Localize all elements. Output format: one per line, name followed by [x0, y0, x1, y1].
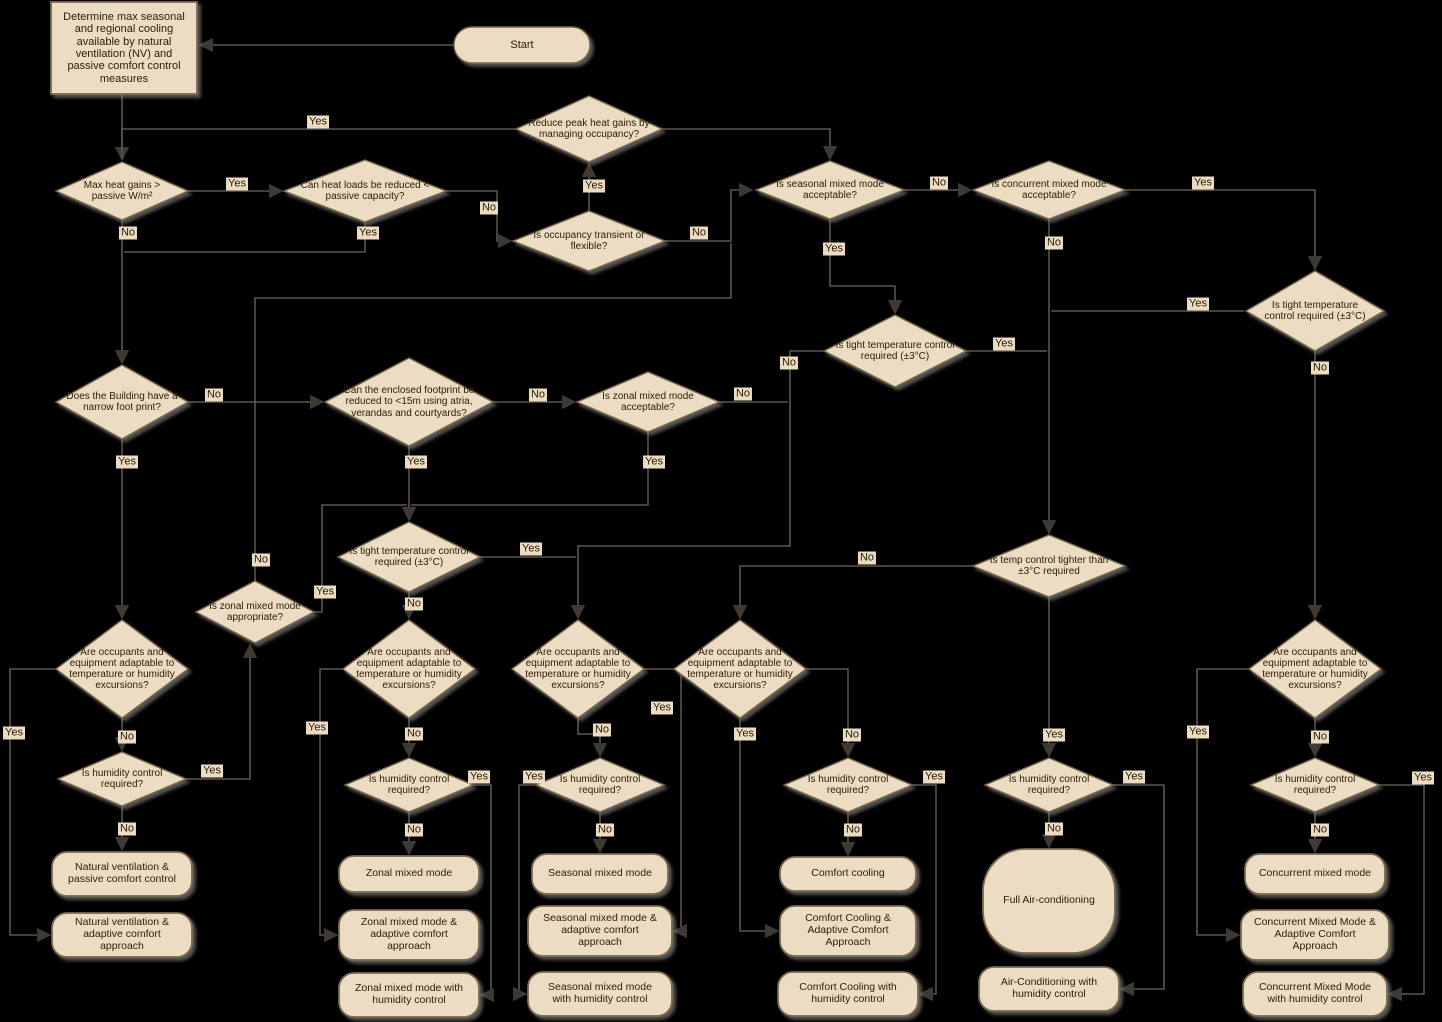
edge-reduce-peak-gains-to-max-heat-gains [121, 128, 516, 158]
tight-temp-control-mid-shape [822, 314, 968, 388]
t-seasonal-shape [531, 853, 669, 895]
humidity-nv-shape [56, 751, 188, 807]
reduce-peak-gains-shape [514, 95, 664, 163]
t-ac-humidity-shape [978, 966, 1120, 1012]
adaptable-nv-shape [54, 619, 190, 719]
edge-occupancy-transient-to-seasonal-mixed-mode-acceptable [665, 182, 754, 242]
adaptable-concurrent-shape [1247, 619, 1383, 719]
edge-temp-control-tighter-to-adaptable-comfort [732, 565, 973, 620]
edge-adaptable-comfort-to-humidity-comfort [806, 668, 856, 758]
t-comfort-adaptive-shape [779, 905, 917, 957]
narrow-footprint-shape [54, 364, 190, 440]
start-shape [453, 26, 591, 64]
t-zonal-humidity-shape [338, 972, 480, 1018]
t-seasonal-adaptive-shape [527, 905, 673, 957]
zonal-mixed-mode-appropriate-shape [194, 580, 316, 644]
humidity-zonal-shape [343, 757, 475, 813]
edge-adaptable-seasonal-to-humidity-seasonal [577, 718, 608, 758]
t-zonal-shape [338, 855, 480, 893]
edge-humidity-nv-to-zonal-mixed-mode-appropriate [186, 643, 258, 780]
temp-control-tighter-shape [971, 534, 1127, 598]
t-concurrent-shape [1244, 853, 1386, 895]
edge-heat-loads-reduced-to-occupancy-transient [446, 190, 513, 249]
humidity-seasonal-shape [534, 757, 666, 813]
edge-heat-loads-reduced-to-narrow-footprint [124, 222, 366, 253]
seasonal-mixed-mode-acceptable-shape [754, 160, 906, 220]
t-comfort-humidity-shape [777, 971, 919, 1017]
edge-layer [9, 37, 1425, 1003]
tight-temp-control-right-shape [1244, 270, 1386, 352]
t-comfort-shape [779, 856, 917, 892]
humidity-ac-shape [983, 757, 1115, 813]
edge-adaptable-zonal-to-t-zonal-adaptive [319, 668, 343, 943]
edge-zonal-mixed-mode-acceptable-to-tight-temp-control-left [411, 432, 649, 506]
edge-tight-temp-control-mid-to-adaptable-seasonal [570, 350, 824, 620]
t-concurrent-humidity-shape [1242, 971, 1388, 1017]
edge-humidity-comfort-to-t-comfort-humidity [912, 784, 937, 1002]
t-zonal-adaptive-shape [338, 909, 480, 961]
edge-adaptable-concurrent-to-t-concurrent-adaptive [1196, 668, 1249, 943]
edge-humidity-ac-to-t-ac-humidity [1113, 784, 1165, 997]
shape-layer [50, 1, 1390, 1018]
adaptable-comfort-shape [672, 619, 808, 719]
edge-humidity-zonal-to-t-zonal-humidity [473, 784, 494, 1003]
footprint-reduced-shape [323, 357, 495, 447]
edge-zonal-mixed-mode-appropriate-to-tight-temp-control-left [314, 504, 407, 613]
t-nv-passive-shape [51, 851, 193, 897]
edge-adaptable-nv-to-t-nv-adaptive [9, 668, 56, 943]
determine-max-cooling-shape [50, 1, 198, 95]
t-seasonal-humidity-shape [527, 971, 673, 1017]
edge-humidity-concurrent-to-t-concurrent-humidity [1378, 784, 1425, 1002]
occupancy-transient-shape [511, 210, 667, 272]
max-heat-gains-shape [54, 161, 190, 221]
concurrent-mixed-mode-acceptable-shape [971, 160, 1127, 220]
t-nv-adaptive-shape [51, 912, 193, 958]
adaptable-zonal-shape [341, 619, 477, 719]
t-full-ac-shape [982, 848, 1116, 954]
t-concurrent-adaptive-shape [1240, 909, 1390, 961]
edge-seasonal-mixed-mode-acceptable-to-tight-temp-control-mid [829, 219, 903, 315]
edge-humidity-seasonal-to-t-seasonal-humidity [513, 784, 536, 1002]
edge-zonal-mixed-mode-appropriate-to-seasonal-mixed-mode-acceptable [254, 243, 732, 581]
edge-adaptable-seasonal-to-t-seasonal-adaptive [644, 668, 687, 939]
heat-loads-reduced-shape [282, 159, 448, 223]
tight-temp-control-left-shape [336, 521, 482, 593]
adaptable-seasonal-shape [510, 619, 646, 719]
humidity-comfort-shape [782, 757, 914, 813]
edge-reduce-peak-gains-to-seasonal-mixed-mode-acceptable [662, 128, 838, 161]
zonal-mixed-mode-acceptable-shape [575, 371, 721, 433]
edge-concurrent-mixed-mode-acceptable-to-tight-temp-control-right [1125, 189, 1323, 271]
edge-adaptable-comfort-to-t-comfort-adaptive [739, 718, 780, 939]
humidity-concurrent-shape [1249, 757, 1381, 813]
